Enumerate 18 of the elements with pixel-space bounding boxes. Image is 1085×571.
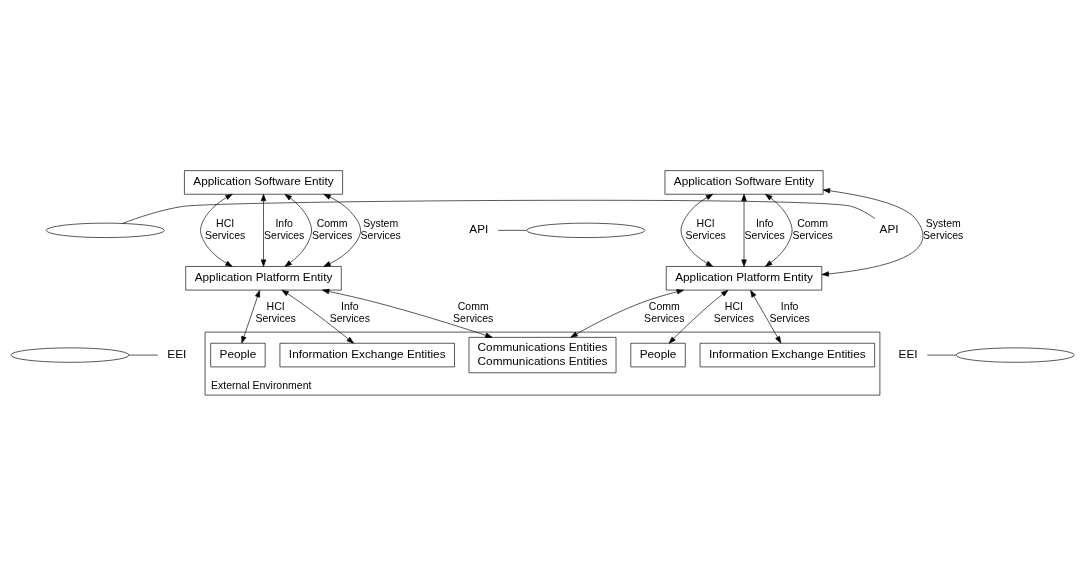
node-text: EEI — [167, 346, 187, 361]
edge-label: Comm Services — [644, 300, 685, 325]
edge-label: HCI Services — [255, 300, 296, 325]
edge-label: Comm Services — [311, 216, 353, 241]
edge-label: Info Services — [329, 300, 370, 325]
edge-label: Comm Services — [792, 216, 833, 241]
edge-label: HCI Services — [685, 216, 726, 241]
node-text: API — [469, 222, 489, 237]
node-text: EEI — [898, 346, 918, 361]
edge-label: HCI Services — [204, 216, 246, 241]
edge-label: Info Services — [744, 216, 785, 241]
edge-label: Comm Services — [453, 300, 494, 325]
edge-label: System Services — [360, 216, 401, 241]
node-text: API — [879, 222, 899, 237]
edge-label: System Services — [923, 216, 964, 241]
edge-label: Info Services — [769, 300, 810, 325]
edge-label: HCI Services — [713, 300, 754, 325]
edge-label: Info Services — [264, 216, 305, 241]
